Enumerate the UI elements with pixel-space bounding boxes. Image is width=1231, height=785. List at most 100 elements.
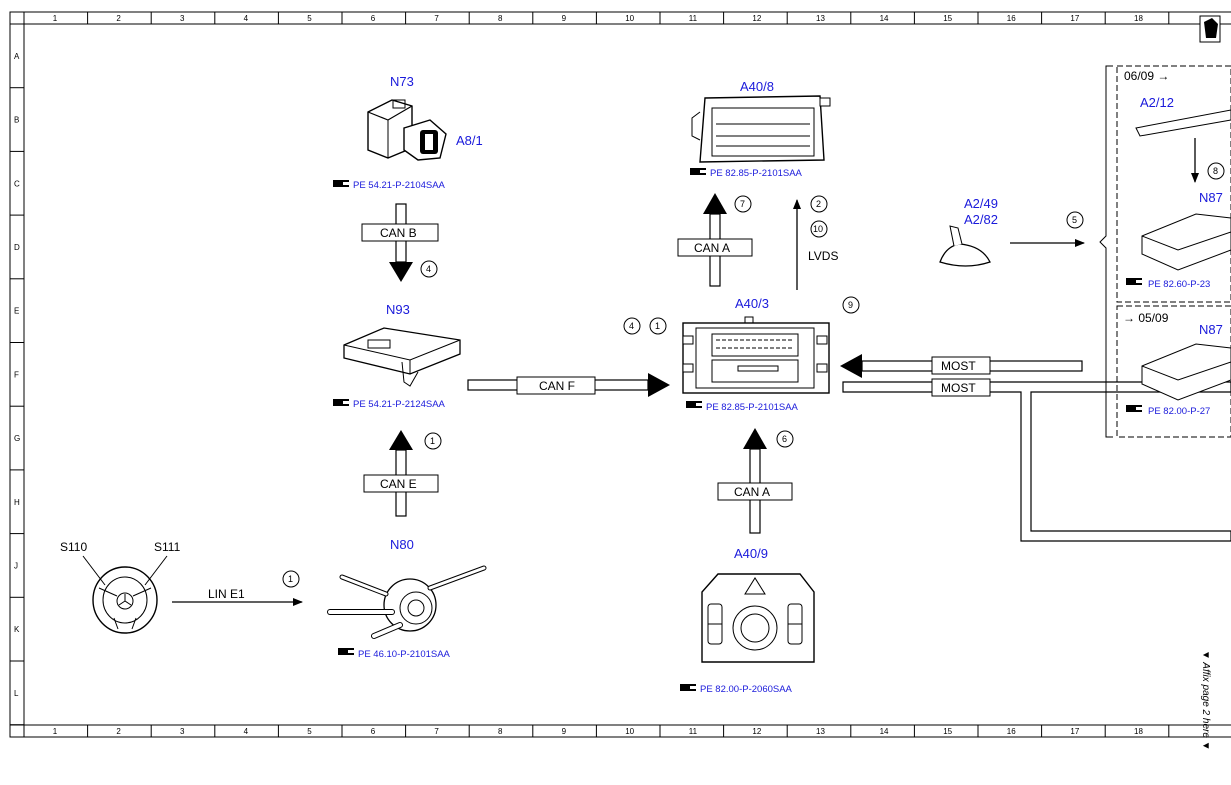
column-label: 11 [689, 14, 698, 23]
a8-1-label: A8/1 [456, 133, 483, 148]
marker: 1 [655, 321, 660, 331]
can-e-label: CAN E [380, 477, 417, 491]
n73-ref[interactable]: PE 54.21-P-2104SAA [333, 180, 446, 191]
svg-text:PE 46.10-P-2101SAA: PE 46.10-P-2101SAA [358, 649, 451, 660]
marker: 2 [816, 199, 821, 209]
antenna-strip-icon [1135, 109, 1231, 137]
column-label: 16 [1007, 14, 1016, 23]
n87-bottom-ref[interactable]: PE 82.00-P-27 [1126, 405, 1210, 417]
n80-ref[interactable]: PE 46.10-P-2101SAA [338, 648, 451, 660]
hand-pointer-icon [686, 401, 702, 408]
most-out-connection: MOST [842, 378, 1231, 542]
n93-central-gateway: N93 PE 54.21-P-2124SAA [333, 302, 461, 410]
variant-panel: 06/09 → → 05/09 A2/12 8 N87 PE 82.60-P-2… [1099, 65, 1231, 438]
n93-ref[interactable]: PE 54.21-P-2124SAA [333, 399, 446, 410]
row-label: D [14, 243, 20, 252]
n80-label: N80 [390, 537, 414, 552]
lin-e1-label: LIN E1 [208, 587, 245, 601]
date-top: 06/09 → [1124, 69, 1169, 83]
steering-wheel-icon [82, 555, 168, 634]
row-label: C [14, 179, 20, 188]
marker: 8 [1213, 166, 1218, 176]
row-label: J [14, 561, 18, 570]
n87-top-ref[interactable]: PE 82.60-P-23 [1126, 278, 1210, 290]
antenna: A2/49 A2/82 5 [939, 196, 1085, 267]
a40-9-ref[interactable]: PE 82.00-P-2060SAA [680, 684, 793, 695]
column-label: 11 [689, 727, 698, 736]
marker: 4 [426, 264, 431, 274]
lvds-connection: 2 10 LVDS [793, 195, 838, 290]
lin-e1-connection: LIN E1 1 [172, 570, 303, 606]
control-unit-icon [343, 327, 461, 387]
a40-9-controller: A40/9 PE 82.00-P-2060SAA [680, 546, 815, 695]
column-label: 6 [371, 727, 376, 736]
lvds-label: LVDS [808, 249, 838, 263]
column-label: 17 [1070, 14, 1079, 23]
svg-text:PE 82.60-P-23: PE 82.60-P-23 [1148, 279, 1210, 290]
can-b-connection: CAN B 4 [361, 203, 439, 282]
svg-text:PE 82.85-P-2101SAA: PE 82.85-P-2101SAA [710, 168, 803, 179]
column-label: 17 [1070, 727, 1079, 736]
most-in-label: MOST [941, 359, 976, 373]
column-label: 18 [1134, 727, 1143, 736]
column-label: 7 [434, 14, 439, 23]
column-label: 1 [53, 727, 58, 736]
a40-3-label: A40/3 [735, 296, 769, 311]
can-f-connection: CAN F 4 1 [467, 317, 670, 397]
column-label: 18 [1134, 14, 1143, 23]
column-label: 5 [307, 727, 312, 736]
n80-steering-column-module: N80 PE 46.10-P-2101SAA [327, 537, 487, 660]
column-label: 13 [816, 727, 825, 736]
a40-3-head-unit: A40/3 PE 82.85-P-2101SAA [682, 296, 830, 413]
column-label: 15 [943, 727, 952, 736]
svg-text:PE 82.85-P-2101SAA: PE 82.85-P-2101SAA [706, 402, 799, 413]
most-out-label: MOST [941, 381, 976, 395]
n93-label: N93 [386, 302, 410, 317]
marker: 1 [430, 436, 435, 446]
can-e-connection: CAN E 1 [363, 430, 442, 517]
a2-49-label: A2/49 [964, 196, 998, 211]
column-label: 15 [943, 14, 952, 23]
hand-pointer-icon [690, 168, 706, 175]
column-label: 9 [562, 727, 567, 736]
hand-pointer-icon [333, 180, 349, 187]
row-label: A [14, 52, 20, 61]
column-label: 6 [371, 14, 376, 23]
s111-label: S111 [154, 540, 181, 554]
column-label: 14 [880, 727, 889, 736]
affix-note: ▼ Affix page 2 here ▼ [1200, 650, 1211, 751]
marker: 9 [848, 300, 853, 310]
marker: 1 [288, 574, 293, 584]
tuner-unit-icon [1141, 343, 1231, 401]
row-label: G [14, 434, 20, 443]
hand-pointer-icon [680, 684, 696, 691]
s110-label: S110 [60, 540, 87, 554]
svg-text:PE 54.21-P-2124SAA: PE 54.21-P-2124SAA [353, 399, 446, 410]
a2-12-label: A2/12 [1140, 95, 1174, 110]
row-label: E [14, 307, 19, 316]
a40-8-ref[interactable]: PE 82.85-P-2101SAA [690, 168, 803, 179]
svg-text:PE 82.00-P-27: PE 82.00-P-27 [1148, 406, 1210, 417]
marker: 4 [629, 321, 634, 331]
column-label: 5 [307, 14, 312, 23]
n73-label: N73 [390, 74, 414, 89]
a40-3-ref[interactable]: PE 82.85-P-2101SAA [686, 401, 799, 413]
svg-text:PE 82.00-P-2060SAA: PE 82.00-P-2060SAA [700, 684, 793, 695]
a40-8-display: A40/8 PE 82.85-P-2101SAA [690, 79, 831, 179]
row-label: L [14, 689, 19, 698]
column-label: 10 [625, 727, 634, 736]
hand-pointer-icon [1126, 278, 1142, 285]
column-label: 13 [816, 14, 825, 23]
column-label: 7 [434, 727, 439, 736]
column-label: 8 [498, 14, 503, 23]
column-label: 16 [1007, 727, 1016, 736]
head-unit-icon [682, 316, 830, 394]
column-label: 4 [244, 14, 249, 23]
marker: 10 [813, 224, 823, 234]
a40-8-label: A40/8 [740, 79, 774, 94]
date-bottom: → 05/09 [1123, 311, 1169, 325]
can-a-top-connection: CAN A 7 [677, 193, 753, 287]
column-label: 2 [116, 727, 121, 736]
column-label: 12 [752, 14, 761, 23]
